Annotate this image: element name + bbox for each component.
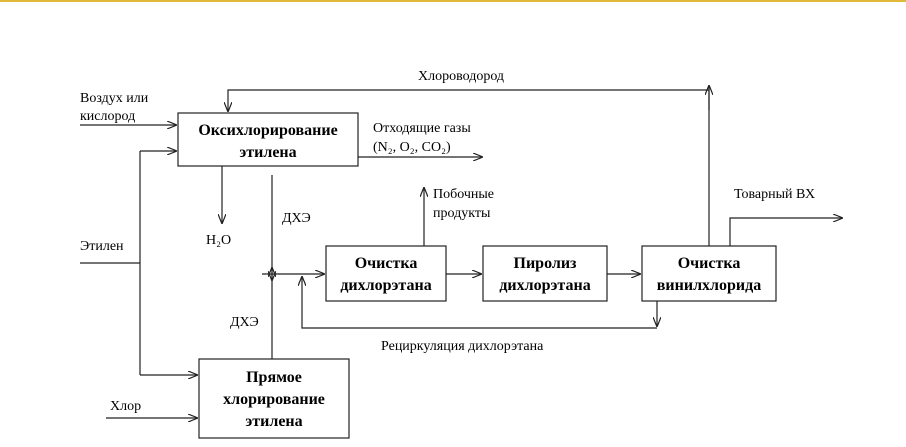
box-vc-purification-line1: Очистка [678,255,741,272]
box-dce-pyrolysis: Пиролиз дихлорэтана [482,245,608,302]
box-oxychlorination-line2: этилена [239,144,296,161]
label-chlorine: Хлор [110,399,141,414]
label-byproducts-line1: Побочные [433,187,494,202]
label-recycle: Рециркуляция дихлорэтана [381,339,544,354]
label-product-vc: Товарный ВХ [734,187,815,202]
box-dce-purification-line2: дихлорэтана [340,277,431,294]
label-off-gas-line1: Отходящие газы [373,121,471,136]
box-direct-chlorination-line2: хлорирование [223,391,325,408]
label-dce-bottom: ДХЭ [230,315,259,330]
arrow-dce-recycle [302,277,657,329]
box-vc-purification-line2: винилхлорида [657,277,761,294]
arrow-product-vc [729,218,842,246]
box-oxychlorination: Оксихлорирование этилена [177,112,359,167]
label-ethylene: Этилен [80,239,124,254]
label-hcl: Хлороводород [418,69,504,84]
box-direct-chlorination: Прямое хлорирование этилена [198,358,350,439]
box-dce-pyrolysis-line2: дихлорэтана [499,277,590,294]
box-dce-pyrolysis-line1: Пиролиз [514,255,578,272]
label-dce-top: ДХЭ [282,211,311,226]
label-water: H₂O [206,233,231,248]
box-direct-chlorination-line3: этилена [245,413,302,430]
box-oxychlorination-line1: Оксихлорирование [198,122,337,139]
top-accent-line [0,0,906,2]
label-byproducts-line2: продукты [433,206,491,221]
arrow-hcl-recycle [228,89,710,246]
label-air-line2: кислород [80,109,135,124]
box-direct-chlorination-line1: Прямое [246,369,302,386]
box-vc-purification: Очистка винилхлорида [641,245,777,302]
label-off-gas-line2: (N₂, O₂, CO₂) [373,140,451,155]
box-dce-purification-line1: Очистка [355,255,418,272]
box-dce-purification: Очистка дихлорэтана [325,245,447,302]
label-air-line1: Воздух или [80,91,149,106]
